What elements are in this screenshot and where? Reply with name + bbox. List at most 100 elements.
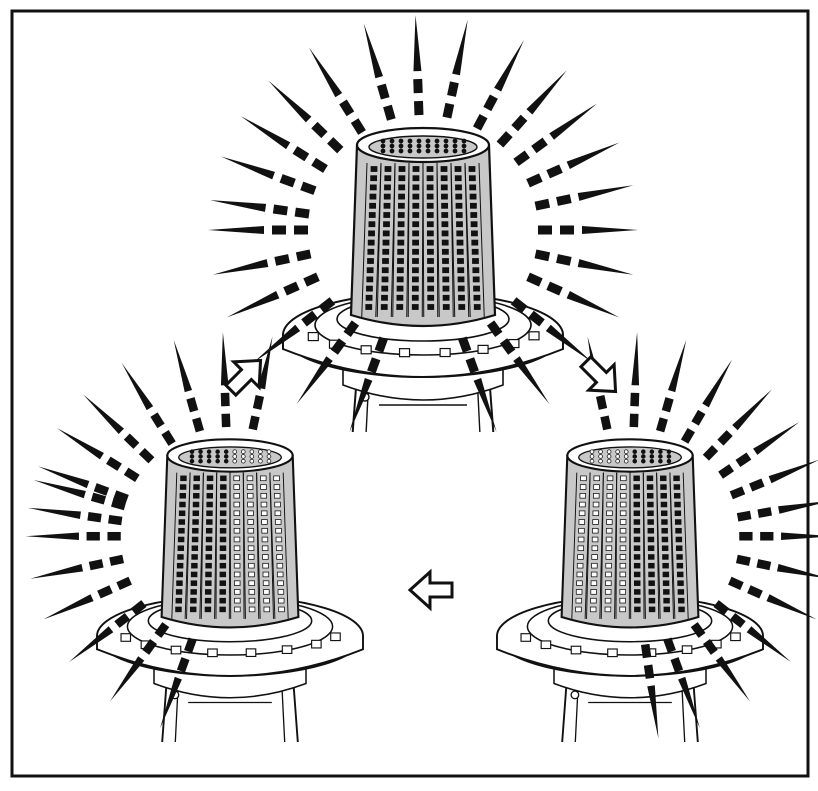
cap-led	[666, 454, 672, 459]
led-chip	[248, 580, 255, 586]
ray-spike	[38, 466, 90, 489]
led-chip	[247, 527, 255, 534]
ray-dash	[531, 137, 548, 154]
led-chip	[458, 304, 466, 310]
cap-led	[215, 458, 220, 464]
ray-dash	[486, 320, 503, 338]
led-chip	[633, 562, 641, 569]
led-chip	[604, 606, 612, 613]
cap-led	[598, 454, 603, 459]
led-chip	[470, 221, 478, 228]
ray-dash	[640, 643, 652, 659]
cap-led	[425, 143, 431, 149]
led-chip	[457, 285, 465, 292]
light-rays	[208, 15, 638, 433]
led-chip	[234, 589, 241, 595]
ray-dash	[760, 531, 774, 541]
ray-dash	[138, 448, 155, 464]
led-chip	[473, 304, 481, 310]
cap-led	[443, 148, 449, 154]
led-chip	[441, 230, 449, 237]
led-chip	[367, 248, 375, 255]
led-chip	[205, 536, 213, 543]
led-chip	[384, 166, 392, 172]
ray-dash	[88, 559, 104, 571]
led-chip	[412, 221, 420, 228]
led-chip	[275, 545, 283, 551]
ray-dash	[414, 100, 424, 116]
led-chip	[411, 294, 419, 301]
led-chip	[398, 193, 405, 200]
led-chip	[592, 519, 599, 525]
led-chip	[677, 580, 684, 586]
led-chip	[456, 248, 464, 255]
cap-led	[589, 449, 595, 454]
led-chip	[204, 606, 212, 613]
led-chip	[381, 294, 388, 301]
ray-dash	[728, 576, 744, 591]
led-chip	[661, 536, 669, 543]
led-chip	[233, 475, 240, 482]
led-chip	[634, 589, 641, 595]
led-chip	[193, 475, 200, 482]
led-chip	[412, 267, 419, 274]
ray-spike	[776, 563, 818, 578]
ray-spike	[257, 336, 273, 390]
flange-notch	[360, 345, 372, 355]
led-chip	[263, 589, 270, 595]
ray-dash	[560, 225, 574, 235]
ray-spike	[25, 532, 79, 541]
arrow-left-to-top	[223, 358, 263, 398]
led-chip	[427, 248, 434, 255]
led-chip	[576, 562, 584, 569]
lamp-screw	[570, 690, 580, 700]
led-chip	[396, 276, 404, 283]
led-chip	[273, 484, 281, 490]
ray-dash	[86, 531, 100, 541]
ray-dash	[713, 600, 730, 616]
lens-top-leds	[380, 138, 467, 154]
led-chip	[633, 571, 641, 578]
led-chip	[442, 258, 449, 264]
led-chip	[442, 285, 450, 292]
led-strip-edge	[242, 472, 246, 619]
cap-led	[266, 449, 272, 454]
led-chip	[262, 554, 269, 560]
led-chip	[604, 597, 612, 604]
ray-dash	[736, 510, 752, 522]
ray-dash	[749, 478, 765, 492]
ray-dash	[691, 409, 706, 426]
led-chip	[276, 562, 284, 569]
ray-dash	[279, 174, 296, 188]
led-chip	[468, 166, 476, 172]
led-chip	[620, 475, 627, 482]
led-chip	[576, 580, 583, 586]
ray-spike	[667, 339, 687, 393]
led-chip	[648, 562, 655, 569]
led-strip-edge	[478, 162, 485, 318]
led-chip	[592, 510, 600, 517]
ray-spike	[121, 363, 154, 411]
led-chip	[177, 536, 185, 543]
led-chip	[233, 562, 241, 569]
led-chip	[441, 239, 449, 246]
led-chip	[411, 276, 419, 283]
led-chip	[366, 276, 374, 283]
ray-dash	[292, 146, 310, 162]
led-chip	[260, 484, 267, 490]
ray-spike	[513, 356, 550, 404]
led-chip	[440, 175, 448, 182]
led-chip	[633, 527, 641, 534]
led-chip	[456, 239, 464, 246]
ray-dash	[283, 281, 300, 296]
led-chip	[365, 304, 373, 310]
ray-spike	[473, 378, 497, 433]
cap-led	[461, 148, 467, 154]
ray-spike	[732, 389, 772, 431]
led-chip	[248, 554, 255, 560]
led-chip	[660, 475, 667, 482]
led-chip	[605, 536, 613, 543]
ray-spike	[582, 226, 638, 234]
led-chip	[219, 536, 227, 543]
cap-led	[407, 148, 413, 154]
